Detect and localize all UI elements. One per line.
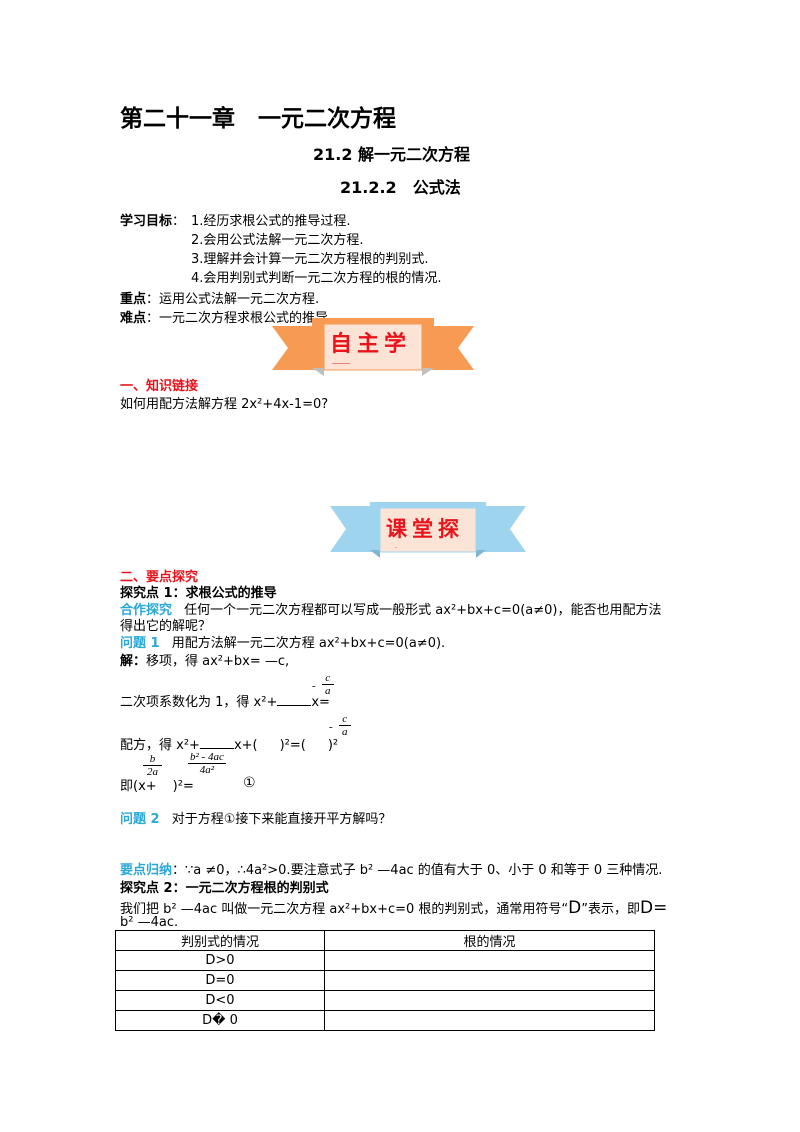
delta-symbol: D	[568, 898, 582, 918]
disc-text3: b² —4ac.	[120, 915, 179, 930]
coop-text-line2: 得出它的解呢？	[120, 619, 212, 634]
solution-text: 移项，得 ax²+bx= —c,	[146, 654, 290, 669]
fraction-c-over-a: - c a	[312, 672, 334, 697]
difficulty: 难点：一元二次方程求根公式的推导.	[120, 311, 333, 326]
question1-label: 问题 1	[120, 636, 160, 651]
step-normalize: 二次项系数化为 1，得 x²+ x=	[120, 691, 330, 710]
difficulty-label: 难点	[120, 311, 147, 326]
step-normalize-text-a: 二次项系数化为 1，得 x²+	[120, 695, 278, 710]
table-cell	[324, 990, 655, 1011]
coop-text: 任何一个一元二次方程都可以写成一般形式 ax²+bx+c=0(a≠0)，能否也用…	[184, 603, 662, 618]
objective-item: 3.理解并会计算一元二次方程根的判别式.	[191, 252, 429, 267]
table-row: D� 0	[115, 1010, 655, 1031]
table-cell	[324, 950, 655, 971]
fraction-numerator: c	[325, 672, 331, 684]
table-header-row: 判别式的情况 根的情况	[115, 930, 655, 951]
step3-text-c: )²=(	[279, 738, 306, 753]
fraction-denominator: 4a²	[188, 763, 226, 776]
fraction-denominator: 2a	[143, 765, 162, 778]
disc-text2: ”表示，即	[581, 902, 641, 917]
step4-text-a: 即(x+	[120, 779, 157, 794]
objectives: 学习目标：	[120, 212, 185, 231]
solution-label: 解：	[120, 654, 147, 669]
step3-text-b: x+(	[233, 738, 258, 753]
banner-ribbon-graphic	[272, 318, 474, 376]
fraction-numerator: b	[149, 753, 156, 765]
summary-label: 要点归纳	[120, 863, 173, 878]
section1-heading: 一、知识链接	[120, 379, 199, 394]
banner-class-explore-text: 课堂探究	[386, 517, 464, 548]
discriminant-table: 判别式的情况 根的情况 D>0 D=0 D<0 D� 0	[115, 930, 655, 1031]
table-cell: D=0	[115, 970, 325, 991]
question2-text: 对于方程①接下来能直接开平方解吗？	[171, 812, 392, 827]
banner-self-study-text: 自主学习	[330, 332, 412, 364]
subsection-title: 21.2.2 公式法	[340, 178, 461, 197]
fraction-b-over-2a: b 2a	[143, 753, 162, 778]
key-summary: 要点归纳：∵a ≠0，∴4a²>0.要注意式子 b² —4ac 的值有大于 0、…	[120, 859, 662, 878]
banner-self-study: 自主学习	[272, 318, 474, 378]
section1-question: 如何用配方法解方程 2x²+4x-1=0?	[120, 397, 329, 412]
fraction-denominator: a	[322, 684, 334, 697]
step3-text-d: )²	[327, 738, 339, 753]
disc-eq: D=	[640, 898, 668, 918]
table-row: D>0	[115, 950, 655, 971]
banner-class-explore: 课堂探究	[330, 502, 526, 560]
question2: 问题 2 对于方程①接下来能直接开平方解吗？	[120, 808, 391, 827]
fraction-numerator: c	[342, 713, 348, 725]
discriminant-definition: 我们把 b² —4ac 叫做一元二次方程 ax²+bx+c=0 根的判别式，通常…	[120, 898, 667, 918]
coop-label: 合作探究	[120, 603, 173, 618]
question1: 问题 1 用配方法解一元二次方程 ax²+bx+c=0(a≠0).	[120, 632, 445, 651]
key-point: 重点：运用公式法解一元二次方程.	[120, 292, 320, 307]
table-cell	[324, 970, 655, 991]
table-cell: D� 0	[115, 1010, 325, 1031]
objectives-list: 1.经历求根公式的推导过程. 2.会用公式法解一元二次方程. 3.理解并会计算一…	[191, 212, 442, 288]
fraction-numerator: b² - 4ac	[190, 751, 224, 763]
table-cell: D<0	[115, 990, 325, 1011]
question1-text: 用配方法解一元二次方程 ax²+bx+c=0(a≠0).	[171, 636, 446, 651]
fraction-sign: -	[312, 680, 316, 692]
colon: ：	[172, 214, 186, 229]
step-complete-square: 配方，得 x²+ x+( )²=( )²	[120, 734, 338, 753]
coop-explore: 合作探究 任何一个一元二次方程都可以写成一般形式 ax²+bx+c=0(a≠0)…	[120, 599, 661, 618]
fraction-denominator: a	[339, 725, 351, 738]
step-normalize-text-b: x=	[311, 695, 330, 710]
answer-blank	[277, 693, 312, 706]
objective-item: 1.经历求根公式的推导过程.	[191, 214, 351, 229]
fraction-discriminant: b² - 4ac 4a²	[188, 751, 226, 776]
key-point-label: 重点	[120, 292, 147, 307]
table-cell	[324, 1010, 655, 1031]
objective-item: 4.会用判别式判断一元二次方程的根的情况.	[191, 271, 442, 286]
summary-text: ：∵a ≠0，∴4a²>0.要注意式子 b² —4ac 的值有大于 0、小于 0…	[172, 863, 663, 878]
step-result: 即(x+ )²=	[120, 775, 194, 794]
key-point-text: 运用公式法解一元二次方程.	[159, 292, 320, 307]
fraction-sign: -	[329, 721, 333, 733]
explore2-title: 探究点 2：一元二次方程根的判别式	[120, 881, 329, 896]
section-title: 21.2 解一元二次方程	[313, 145, 471, 164]
table-header: 根的情况	[324, 930, 655, 951]
section2-heading: 二、要点探究	[120, 570, 199, 585]
answer-blank	[199, 736, 234, 749]
step4-text-b: )²=	[172, 779, 194, 794]
difficulty-text: 一元二次方程求根公式的推导.	[159, 311, 333, 326]
explore1-title: 探究点 1：求根公式的推导	[120, 586, 277, 601]
objectives-label: 学习目标	[120, 214, 173, 229]
step3-text-a: 配方，得 x²+	[120, 738, 200, 753]
objective-item: 2.会用公式法解一元二次方程.	[191, 233, 364, 248]
table-row: D<0	[115, 990, 655, 1011]
question2-label: 问题 2	[120, 812, 160, 827]
fraction-c-over-a-2: - c a	[329, 713, 351, 738]
equation-marker: ①	[243, 775, 256, 791]
disc-text1: 我们把 b² —4ac 叫做一元二次方程 ax²+bx+c=0 根的判别式，通常…	[120, 902, 569, 917]
table-header: 判别式的情况	[115, 930, 325, 951]
chapter-title: 第二十一章 一元二次方程	[120, 106, 396, 132]
banner-ribbon-graphic	[330, 502, 526, 558]
solution-line1: 解：移项，得 ax²+bx= —c,	[120, 650, 289, 669]
table-cell: D>0	[115, 950, 325, 971]
table-row: D=0	[115, 970, 655, 991]
